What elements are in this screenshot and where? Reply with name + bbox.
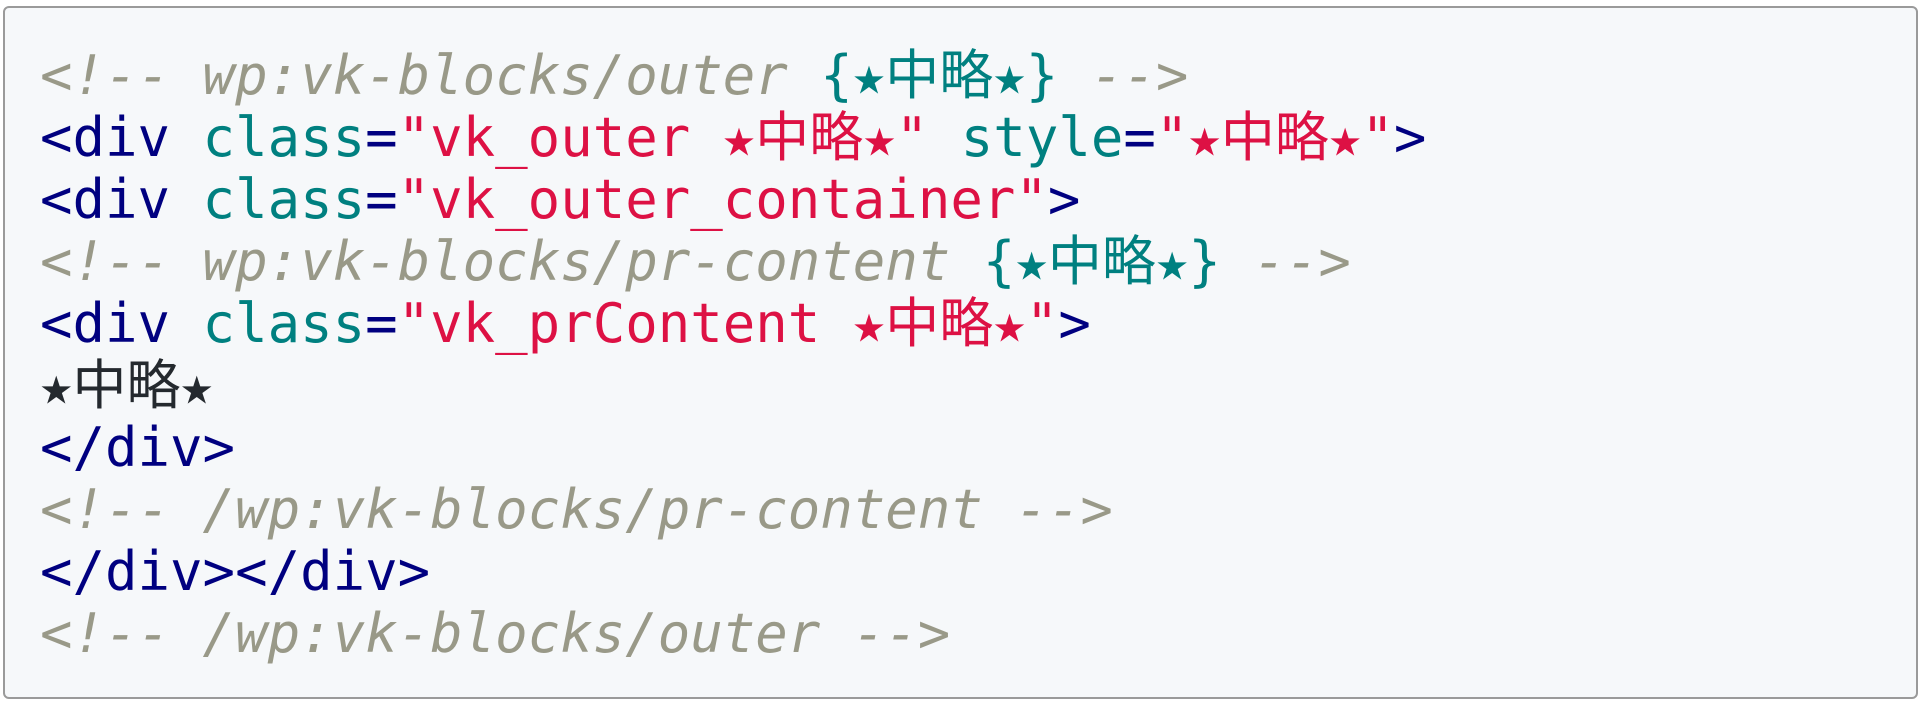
comment-open: <!-- wp:vk-blocks/outer	[40, 44, 821, 107]
equals-sign: =	[365, 168, 398, 231]
attribute-name: class	[170, 168, 366, 231]
tag-close: >	[1058, 292, 1091, 355]
tag-open: <div	[40, 168, 171, 231]
attribute-name: style	[928, 106, 1124, 169]
comment: <!-- /wp:vk-blocks/pr-content -->	[40, 478, 1113, 541]
code-content: <!-- wp:vk-blocks/outer {★中略★} --><div c…	[40, 45, 1426, 665]
code-line-7: </div>	[40, 417, 1426, 479]
code-line-10: <!-- /wp:vk-blocks/outer -->	[40, 603, 1426, 665]
json-attributes: {★中略★}	[982, 230, 1221, 293]
code-line-8: <!-- /wp:vk-blocks/pr-content -->	[40, 479, 1426, 541]
tag-open: <div	[40, 292, 171, 355]
comment: <!-- /wp:vk-blocks/outer -->	[40, 602, 951, 665]
code-line-9: </div></div>	[40, 541, 1426, 603]
tag-open: <div	[40, 106, 171, 169]
equals-sign: =	[365, 106, 398, 169]
comment-close: -->	[1058, 44, 1189, 107]
closing-tags: </div></div>	[40, 540, 431, 603]
attribute-name: class	[170, 106, 366, 169]
comment-close: -->	[1220, 230, 1351, 293]
json-attributes: {★中略★}	[820, 44, 1059, 107]
code-line-6: ★中略★	[40, 355, 1426, 417]
code-line-4: <!-- wp:vk-blocks/pr-content {★中略★} -->	[40, 231, 1426, 293]
attribute-value: "★中略★"	[1155, 106, 1394, 169]
tag-close: >	[1393, 106, 1427, 169]
attribute-name: class	[170, 292, 366, 355]
code-line-3: <div class="vk_outer_container">	[40, 169, 1426, 231]
code-line-5: <div class="vk_prContent ★中略★">	[40, 293, 1426, 355]
comment-open: <!-- wp:vk-blocks/pr-content	[40, 230, 983, 293]
code-line-2: <div class="vk_outer ★中略★" style="★中略★">	[40, 107, 1426, 169]
equals-sign: =	[365, 292, 398, 355]
code-line-1: <!-- wp:vk-blocks/outer {★中略★} -->	[40, 45, 1426, 107]
inner-text: ★中略★	[40, 354, 214, 417]
attribute-value: "vk_outer_container"	[397, 168, 1048, 231]
closing-tag: </div>	[40, 416, 236, 479]
attribute-value: "vk_prContent ★中略★"	[397, 292, 1059, 355]
equals-sign: =	[1123, 106, 1156, 169]
attribute-value: "vk_outer ★中略★"	[397, 106, 929, 169]
code-block: <!-- wp:vk-blocks/outer {★中略★} --><div c…	[3, 6, 1918, 699]
tag-close: >	[1047, 168, 1081, 231]
